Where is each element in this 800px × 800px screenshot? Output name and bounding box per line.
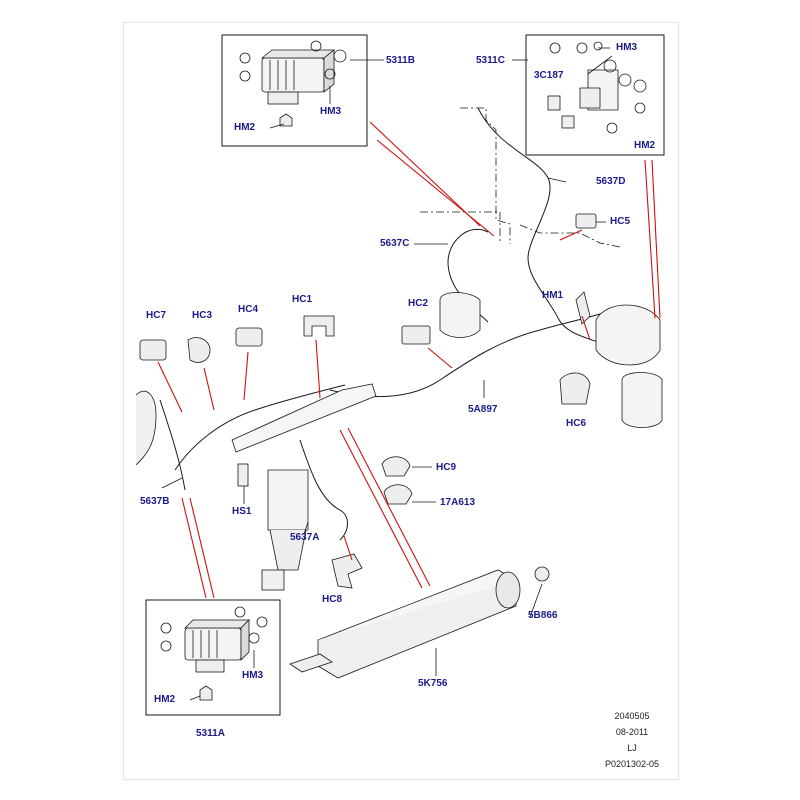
label-hc1: HC1	[292, 294, 313, 305]
routing-line-upper	[460, 107, 511, 244]
label-5B866: 5B866	[528, 610, 558, 621]
label-5311A: 5311A	[196, 728, 225, 739]
label-hc3: HC3	[192, 310, 213, 321]
inset-box-5311C	[525, 34, 665, 156]
footer-line-3: LJ	[627, 743, 637, 753]
label-hm1: HM1	[542, 290, 564, 301]
leader-5311C-a	[644, 159, 656, 319]
clip-hc3-drawing	[187, 337, 211, 363]
air-spring-right-drawing	[621, 372, 663, 428]
clip-hc1-drawing	[303, 315, 335, 337]
pipe-5637D	[477, 107, 609, 349]
clip-hc5-drawing	[575, 213, 597, 229]
cap-5B866-drawing	[534, 566, 550, 582]
label-hm3-top: HM3	[320, 106, 342, 117]
valve-block-5311C-drawing	[547, 41, 647, 134]
leader-hc2	[427, 347, 453, 369]
label-hc8: HC8	[322, 594, 343, 605]
pipe-5A897	[329, 313, 601, 397]
label-5637D: 5637D	[596, 176, 626, 187]
air-spring-center-drawing	[261, 469, 309, 591]
label-hc7: HC7	[146, 310, 167, 321]
reservoir-5K756-drawing	[289, 569, 521, 679]
clip-hc4-drawing	[235, 327, 263, 347]
leader-5311A-a	[181, 497, 207, 599]
pipe-5637A	[299, 439, 348, 541]
label-hc5: HC5	[610, 216, 631, 227]
leader-5311A-b	[189, 497, 215, 599]
label-hc4: HC4	[238, 304, 259, 315]
rail-assembly	[231, 383, 377, 453]
leader-5K756-a	[339, 429, 423, 589]
clip-hc6-drawing	[559, 372, 591, 405]
label-hm3-a: HM3	[242, 670, 264, 681]
inset-box-5311B	[221, 34, 368, 147]
tank-right-drawing	[595, 304, 661, 366]
leader-5311B-b	[376, 139, 495, 237]
strut-left-drawing	[135, 390, 157, 466]
footer-line-2: 08-2011	[615, 727, 649, 737]
clip-hc2-drawing	[401, 325, 431, 345]
valve-block-5311B-drawing	[239, 40, 347, 127]
label-5K756: 5K756	[418, 678, 448, 689]
label-hc6: HC6	[566, 418, 587, 429]
label-hc9: HC9	[436, 462, 457, 473]
leader-hc3	[203, 367, 215, 411]
clip-hc9-drawing	[381, 456, 411, 477]
leader-5311C-b	[651, 159, 661, 319]
footer-line-4: P0201302-05	[604, 759, 660, 769]
valve-block-5311A-drawing	[160, 606, 268, 701]
leader-hc7	[157, 361, 183, 413]
footer-line-1: 2040505	[614, 711, 650, 721]
label-3C187: 3C187	[534, 70, 564, 81]
leader-hc8	[343, 535, 353, 561]
label-hs1: HS1	[232, 506, 252, 517]
label-hc2: HC2	[408, 298, 429, 309]
pipe-main-left	[174, 384, 346, 471]
inset-box-5311A	[145, 599, 281, 716]
sensor-hs1-drawing	[237, 463, 249, 487]
leader-hc5	[559, 229, 583, 241]
label-hm2-a: HM2	[154, 694, 176, 705]
pipe-5637B	[159, 399, 186, 491]
leader-hm1	[581, 315, 591, 341]
label-17A613: 17A613	[440, 497, 476, 508]
label-5A897: 5A897	[468, 404, 498, 415]
label-5637A: 5637A	[290, 532, 320, 543]
label-hm2-top: HM2	[234, 122, 256, 133]
label-5637B: 5637B	[140, 496, 170, 507]
label-5311B: 5311B	[386, 55, 415, 66]
clip-hc7-drawing	[139, 339, 167, 361]
leader-5K756-b	[347, 427, 431, 587]
label-hm2-c: HM2	[634, 140, 656, 151]
clip-17A613-drawing	[383, 484, 413, 505]
leader-5311B-a	[369, 121, 481, 227]
label-5311C: 5311C	[476, 55, 505, 66]
air-spring-rear-drawing	[439, 292, 481, 338]
routing-line-mid	[420, 211, 501, 242]
leader-hc1	[315, 339, 321, 399]
clip-hm1-drawing	[575, 291, 591, 325]
leader-hc4	[243, 351, 249, 401]
bracket-hc8-drawing	[331, 553, 363, 589]
label-5637C: 5637C	[380, 238, 410, 249]
label-hm3-c: HM3	[616, 42, 638, 53]
